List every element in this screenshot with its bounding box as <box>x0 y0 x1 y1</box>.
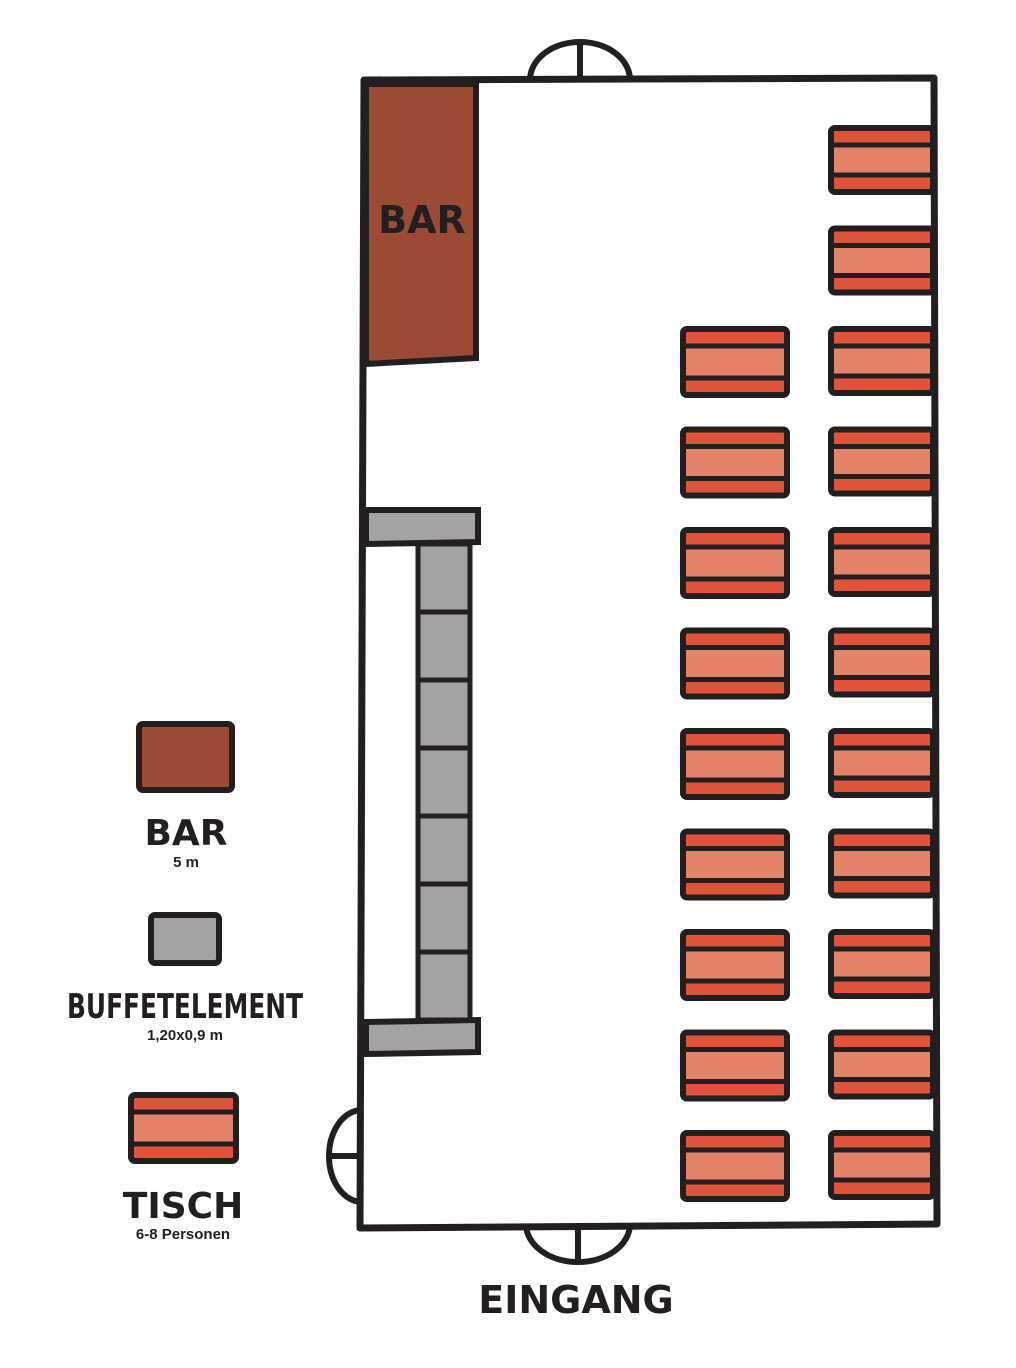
buffet-element-6 <box>415 881 473 955</box>
bar-counter: BAR <box>363 81 479 368</box>
bar-counter-label: BAR <box>378 198 466 242</box>
legend: BAR 5 m BUFFETELEMENT 1,20x0,9 m TISCH 6… <box>67 721 304 1243</box>
table-middle-9 <box>680 1130 790 1202</box>
room-outline <box>356 74 941 1232</box>
table-middle-5 <box>680 728 790 800</box>
legend-table-sublabel: 6-8 Personen <box>136 1226 230 1243</box>
buffet-element-7 <box>415 949 473 1023</box>
table-middle-7 <box>680 929 790 1001</box>
buffet-element-4 <box>415 745 473 819</box>
table-layout <box>680 125 936 1202</box>
table-right-6 <box>828 627 936 698</box>
buffet-area <box>363 507 481 1058</box>
legend-table: TISCH 6-8 Personen <box>123 1092 243 1243</box>
legend-bar-swatch <box>136 721 235 793</box>
legend-bar-label: BAR <box>144 813 227 854</box>
buffet-bottom-element <box>363 1016 481 1058</box>
buffet-element-1 <box>415 541 473 615</box>
legend-buffet-sublabel: 1,20x0,9 m <box>147 1027 223 1044</box>
table-middle-6 <box>680 828 790 901</box>
door-bottom <box>522 1221 634 1265</box>
legend-table-label: TISCH <box>123 1186 243 1227</box>
table-middle-1 <box>680 326 790 398</box>
door-left <box>326 1106 365 1206</box>
entrance-label: EINGANG <box>478 1278 674 1322</box>
door-top <box>526 39 634 83</box>
table-right-8 <box>828 828 936 899</box>
legend-buffet-swatch <box>148 912 222 966</box>
table-right-2 <box>828 225 936 296</box>
table-right-11 <box>828 1130 936 1200</box>
legend-bar: BAR 5 m <box>136 721 235 871</box>
table-right-3 <box>828 326 936 396</box>
table-right-1 <box>828 125 936 195</box>
table-right-9 <box>828 929 936 999</box>
table-right-4 <box>828 426 936 497</box>
table-right-5 <box>828 527 936 597</box>
table-middle-2 <box>680 426 790 499</box>
legend-buffet: BUFFETELEMENT 1,20x0,9 m <box>67 912 304 1044</box>
table-middle-3 <box>680 527 790 599</box>
buffet-element-5 <box>415 813 473 887</box>
buffet-top-element <box>363 507 481 548</box>
buffet-element-3 <box>415 677 473 751</box>
table-middle-8 <box>680 1029 790 1102</box>
legend-table-swatch <box>128 1092 239 1164</box>
legend-buffet-label: BUFFETELEMENT <box>67 987 304 1027</box>
buffet-element-2 <box>415 609 473 683</box>
table-right-7 <box>828 728 936 798</box>
legend-bar-sublabel: 5 m <box>173 854 199 871</box>
table-right-10 <box>828 1029 936 1100</box>
table-middle-4 <box>680 627 790 700</box>
